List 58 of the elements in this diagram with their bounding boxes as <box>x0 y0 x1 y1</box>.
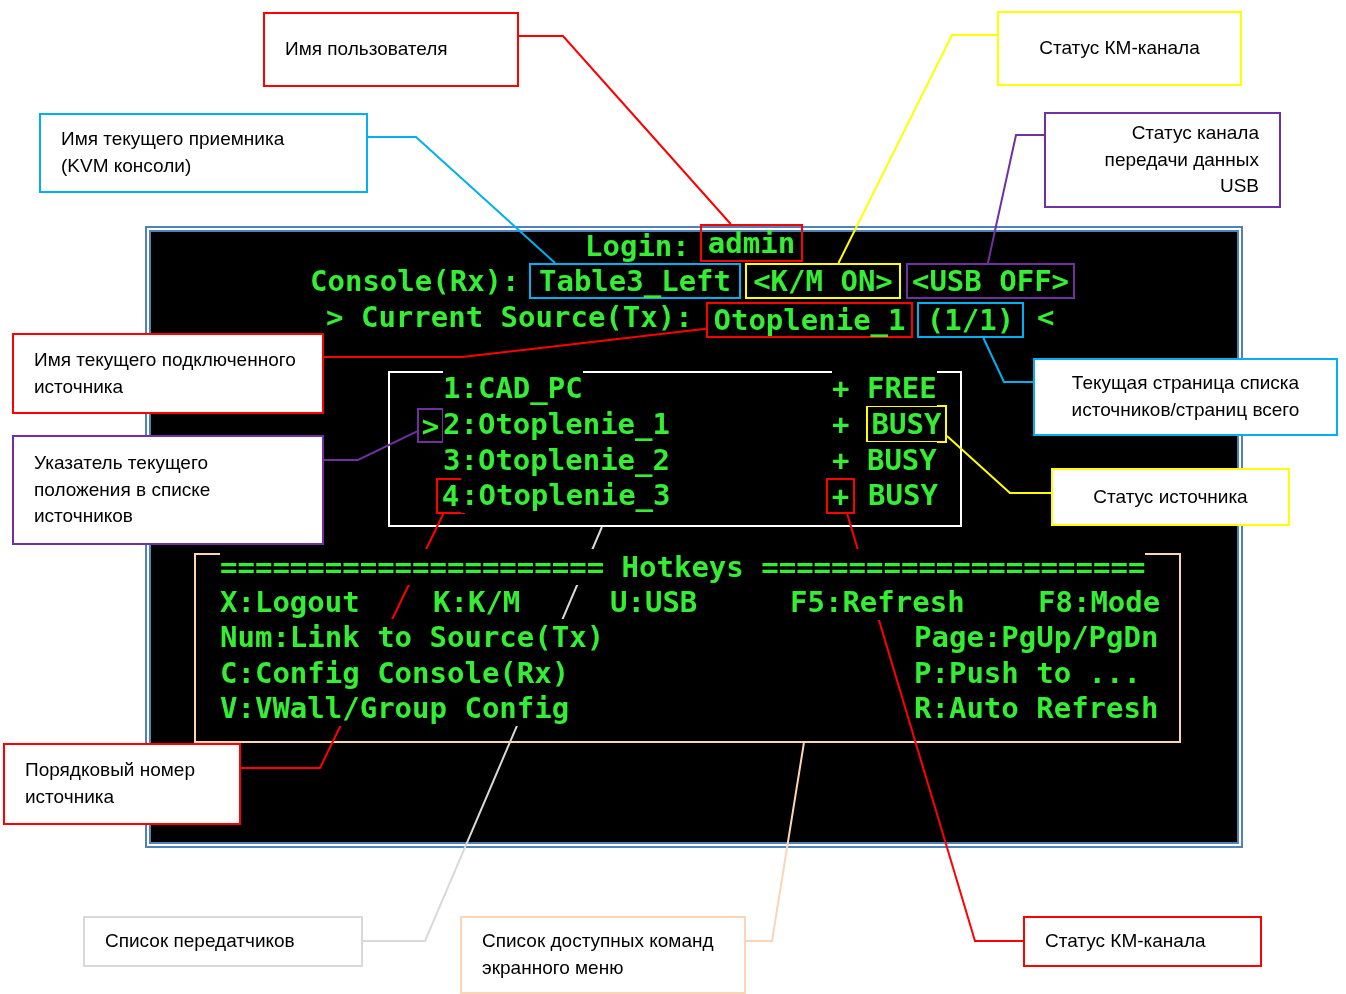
terminal-text: BUSY <box>870 406 943 442</box>
terminal-text: Console(Rx): <box>310 263 520 299</box>
callout-text: Статус канала передачи данных USB <box>1103 120 1259 199</box>
menu-text: 3:Otoplenie_2 <box>443 442 670 478</box>
terminal-text: Otoplenie_1 <box>712 302 907 338</box>
callout-text: Статус источника <box>1092 484 1249 509</box>
callout-box <box>1033 358 1338 436</box>
terminal-text: 4 <box>440 478 461 514</box>
leader-line <box>982 337 1034 383</box>
callout-box <box>3 743 241 825</box>
menu-text: F5:Refresh <box>790 584 965 620</box>
callout-text: Текущая страница списка источников/страниц всего <box>1070 371 1301 422</box>
terminal-text: Login: <box>585 228 690 264</box>
terminal-text: > <box>420 407 441 444</box>
leader-line <box>518 35 732 225</box>
menu-text: :Otoplenie_3 <box>461 477 671 513</box>
menu-text: + FREE <box>832 370 937 406</box>
terminal-text: (1/1) <box>925 302 1016 338</box>
menu-text: V:VWall/Group Config <box>220 690 570 726</box>
leader-line <box>367 136 557 264</box>
callout-box <box>997 11 1242 86</box>
callout-box <box>1044 112 1281 208</box>
terminal-text: admin <box>706 225 797 261</box>
terminal-panel <box>388 371 962 527</box>
callout-box <box>12 435 324 545</box>
menu-text: ====================== Hotkeys ====================== <box>220 549 1146 585</box>
callout-text: Указатель текущего положения в списке источников <box>34 450 212 529</box>
callout-text: Список доступных команд экранного меню <box>482 929 715 980</box>
leader-line <box>986 134 1045 264</box>
callout-text: Список передатчиков <box>105 929 296 953</box>
callout-box <box>1023 916 1262 967</box>
terminal-text: <USB OFF> <box>910 263 1071 299</box>
leader-line <box>745 742 805 942</box>
callout-box <box>263 12 519 87</box>
callout-text: Статус КМ-канала <box>1038 36 1201 60</box>
callout-box <box>12 333 324 414</box>
menu-text: 2:Otoplenie_1 <box>443 406 670 442</box>
leader-line <box>946 434 1052 494</box>
highlight-frame <box>700 224 803 262</box>
leader-line <box>323 327 707 358</box>
callout-text: Имя пользователя <box>285 37 449 61</box>
callout-text: Порядковый номер источника <box>25 758 196 809</box>
terminal-text: <K/M ON> <box>752 263 894 299</box>
terminal-text: + <box>830 478 851 514</box>
leader-line <box>846 513 1024 942</box>
terminal-text: < <box>1037 299 1055 335</box>
callout-box <box>39 113 368 193</box>
callout-text: Статус КМ-канала <box>1045 929 1207 953</box>
leader-line <box>837 34 998 264</box>
callout-box <box>83 916 363 967</box>
terminal-text: > Current Source(Tx): <box>326 299 693 335</box>
menu-text: 1:CAD_PC <box>443 370 583 406</box>
callout-text: Имя текущего подключенного источника <box>34 347 297 399</box>
callout-text: Имя текущего приемника (KVM консоли) <box>61 127 286 178</box>
terminal-text: Table3_Left <box>537 263 733 299</box>
callout-box <box>1051 468 1290 526</box>
callout-box <box>460 916 746 994</box>
leader-line <box>323 430 418 461</box>
